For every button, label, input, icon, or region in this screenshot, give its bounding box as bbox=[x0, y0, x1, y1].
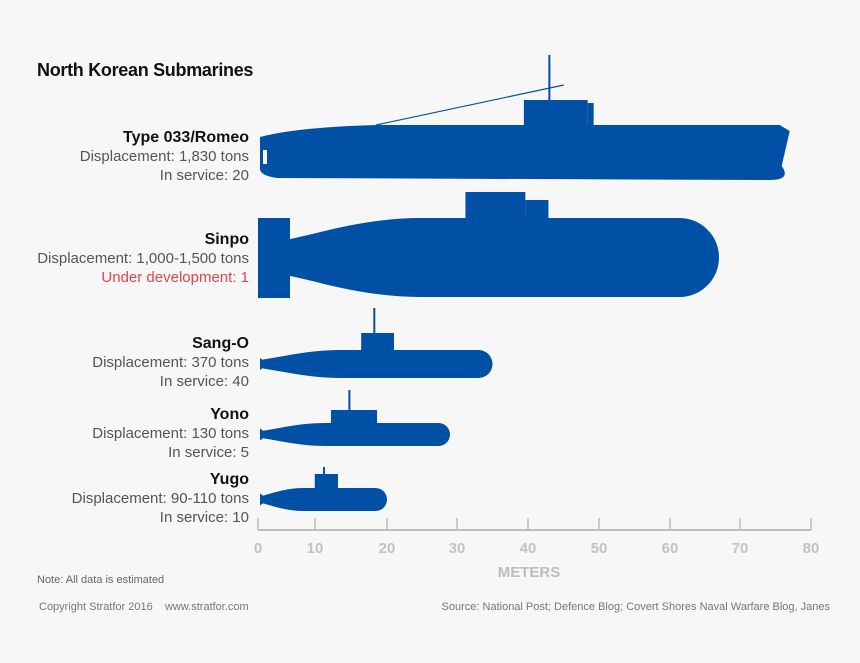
submarine-port bbox=[263, 150, 267, 164]
submarine-hull bbox=[259, 125, 790, 180]
note: Note: All data is estimated bbox=[37, 574, 165, 586]
sub-displacement: Displacement: 90-110 tons bbox=[71, 490, 249, 507]
copyright: Copyright Stratfor 2016 www.stratfor.com bbox=[39, 601, 249, 613]
label-sinpo: Sinpo Displacement: 1,000-1,500 tons Und… bbox=[37, 230, 249, 287]
submarine-wire bbox=[375, 84, 564, 126]
x-tick-label: 50 bbox=[591, 540, 608, 557]
source: Source: National Post; Defence Blog; Cov… bbox=[441, 601, 830, 613]
sub-name: Sang-O bbox=[192, 335, 249, 352]
submarine-rudder bbox=[258, 218, 290, 298]
submarine-propeller bbox=[260, 428, 268, 441]
sub-displacement: Displacement: 370 tons bbox=[92, 354, 249, 371]
x-tick-label: 20 bbox=[379, 540, 396, 557]
x-tick-label: 60 bbox=[662, 540, 679, 557]
sub-status: Under development: 1 bbox=[101, 269, 249, 286]
submarine-sail bbox=[465, 192, 526, 220]
submarine-propeller bbox=[260, 493, 268, 506]
chart-title: North Korean Submarines bbox=[37, 60, 254, 80]
sub-name: Sinpo bbox=[204, 231, 249, 248]
label-romeo: Type 033/Romeo Displacement: 1,830 tons … bbox=[80, 128, 249, 185]
sub-status: In service: 5 bbox=[168, 444, 249, 461]
submarine-sail bbox=[361, 333, 395, 352]
submarine-propeller bbox=[260, 358, 268, 370]
sub-status: In service: 10 bbox=[159, 509, 249, 526]
submarine-sail bbox=[314, 474, 338, 490]
sub-status: In service: 20 bbox=[159, 167, 249, 184]
label-yono: Yono Displacement: 130 tons In service: … bbox=[92, 405, 249, 462]
submarine-sail-step bbox=[587, 103, 594, 127]
x-tick-label: 40 bbox=[520, 540, 537, 557]
sub-name: Yono bbox=[210, 406, 249, 423]
submarine-hull bbox=[262, 423, 450, 446]
x-axis-label: METERS bbox=[498, 564, 561, 581]
x-tick-label: 0 bbox=[254, 540, 262, 557]
sub-displacement: Displacement: 1,830 tons bbox=[79, 148, 249, 165]
submarine-sail bbox=[523, 100, 588, 129]
sub-status: In service: 40 bbox=[159, 373, 249, 390]
submarine-hull bbox=[262, 488, 388, 511]
sub-displacement: Displacement: 1,000-1,500 tons bbox=[37, 250, 249, 267]
sub-displacement: Displacement: 130 tons bbox=[92, 425, 249, 442]
x-tick-label: 80 bbox=[803, 540, 820, 557]
submarine-sail-step bbox=[525, 200, 549, 220]
submarine-hull bbox=[262, 218, 719, 297]
label-yugo: Yugo Displacement: 90-110 tons In servic… bbox=[72, 470, 249, 527]
label-sang-o: Sang-O Displacement: 370 tons In service… bbox=[92, 334, 249, 391]
sub-name: Type 033/Romeo bbox=[123, 129, 249, 146]
sub-name: Yugo bbox=[209, 471, 249, 488]
x-tick-label: 10 bbox=[307, 540, 324, 557]
submarine-hull bbox=[262, 350, 493, 378]
x-tick-label: 70 bbox=[732, 540, 749, 557]
x-tick-label: 30 bbox=[449, 540, 466, 557]
submarine-sail bbox=[330, 410, 378, 425]
